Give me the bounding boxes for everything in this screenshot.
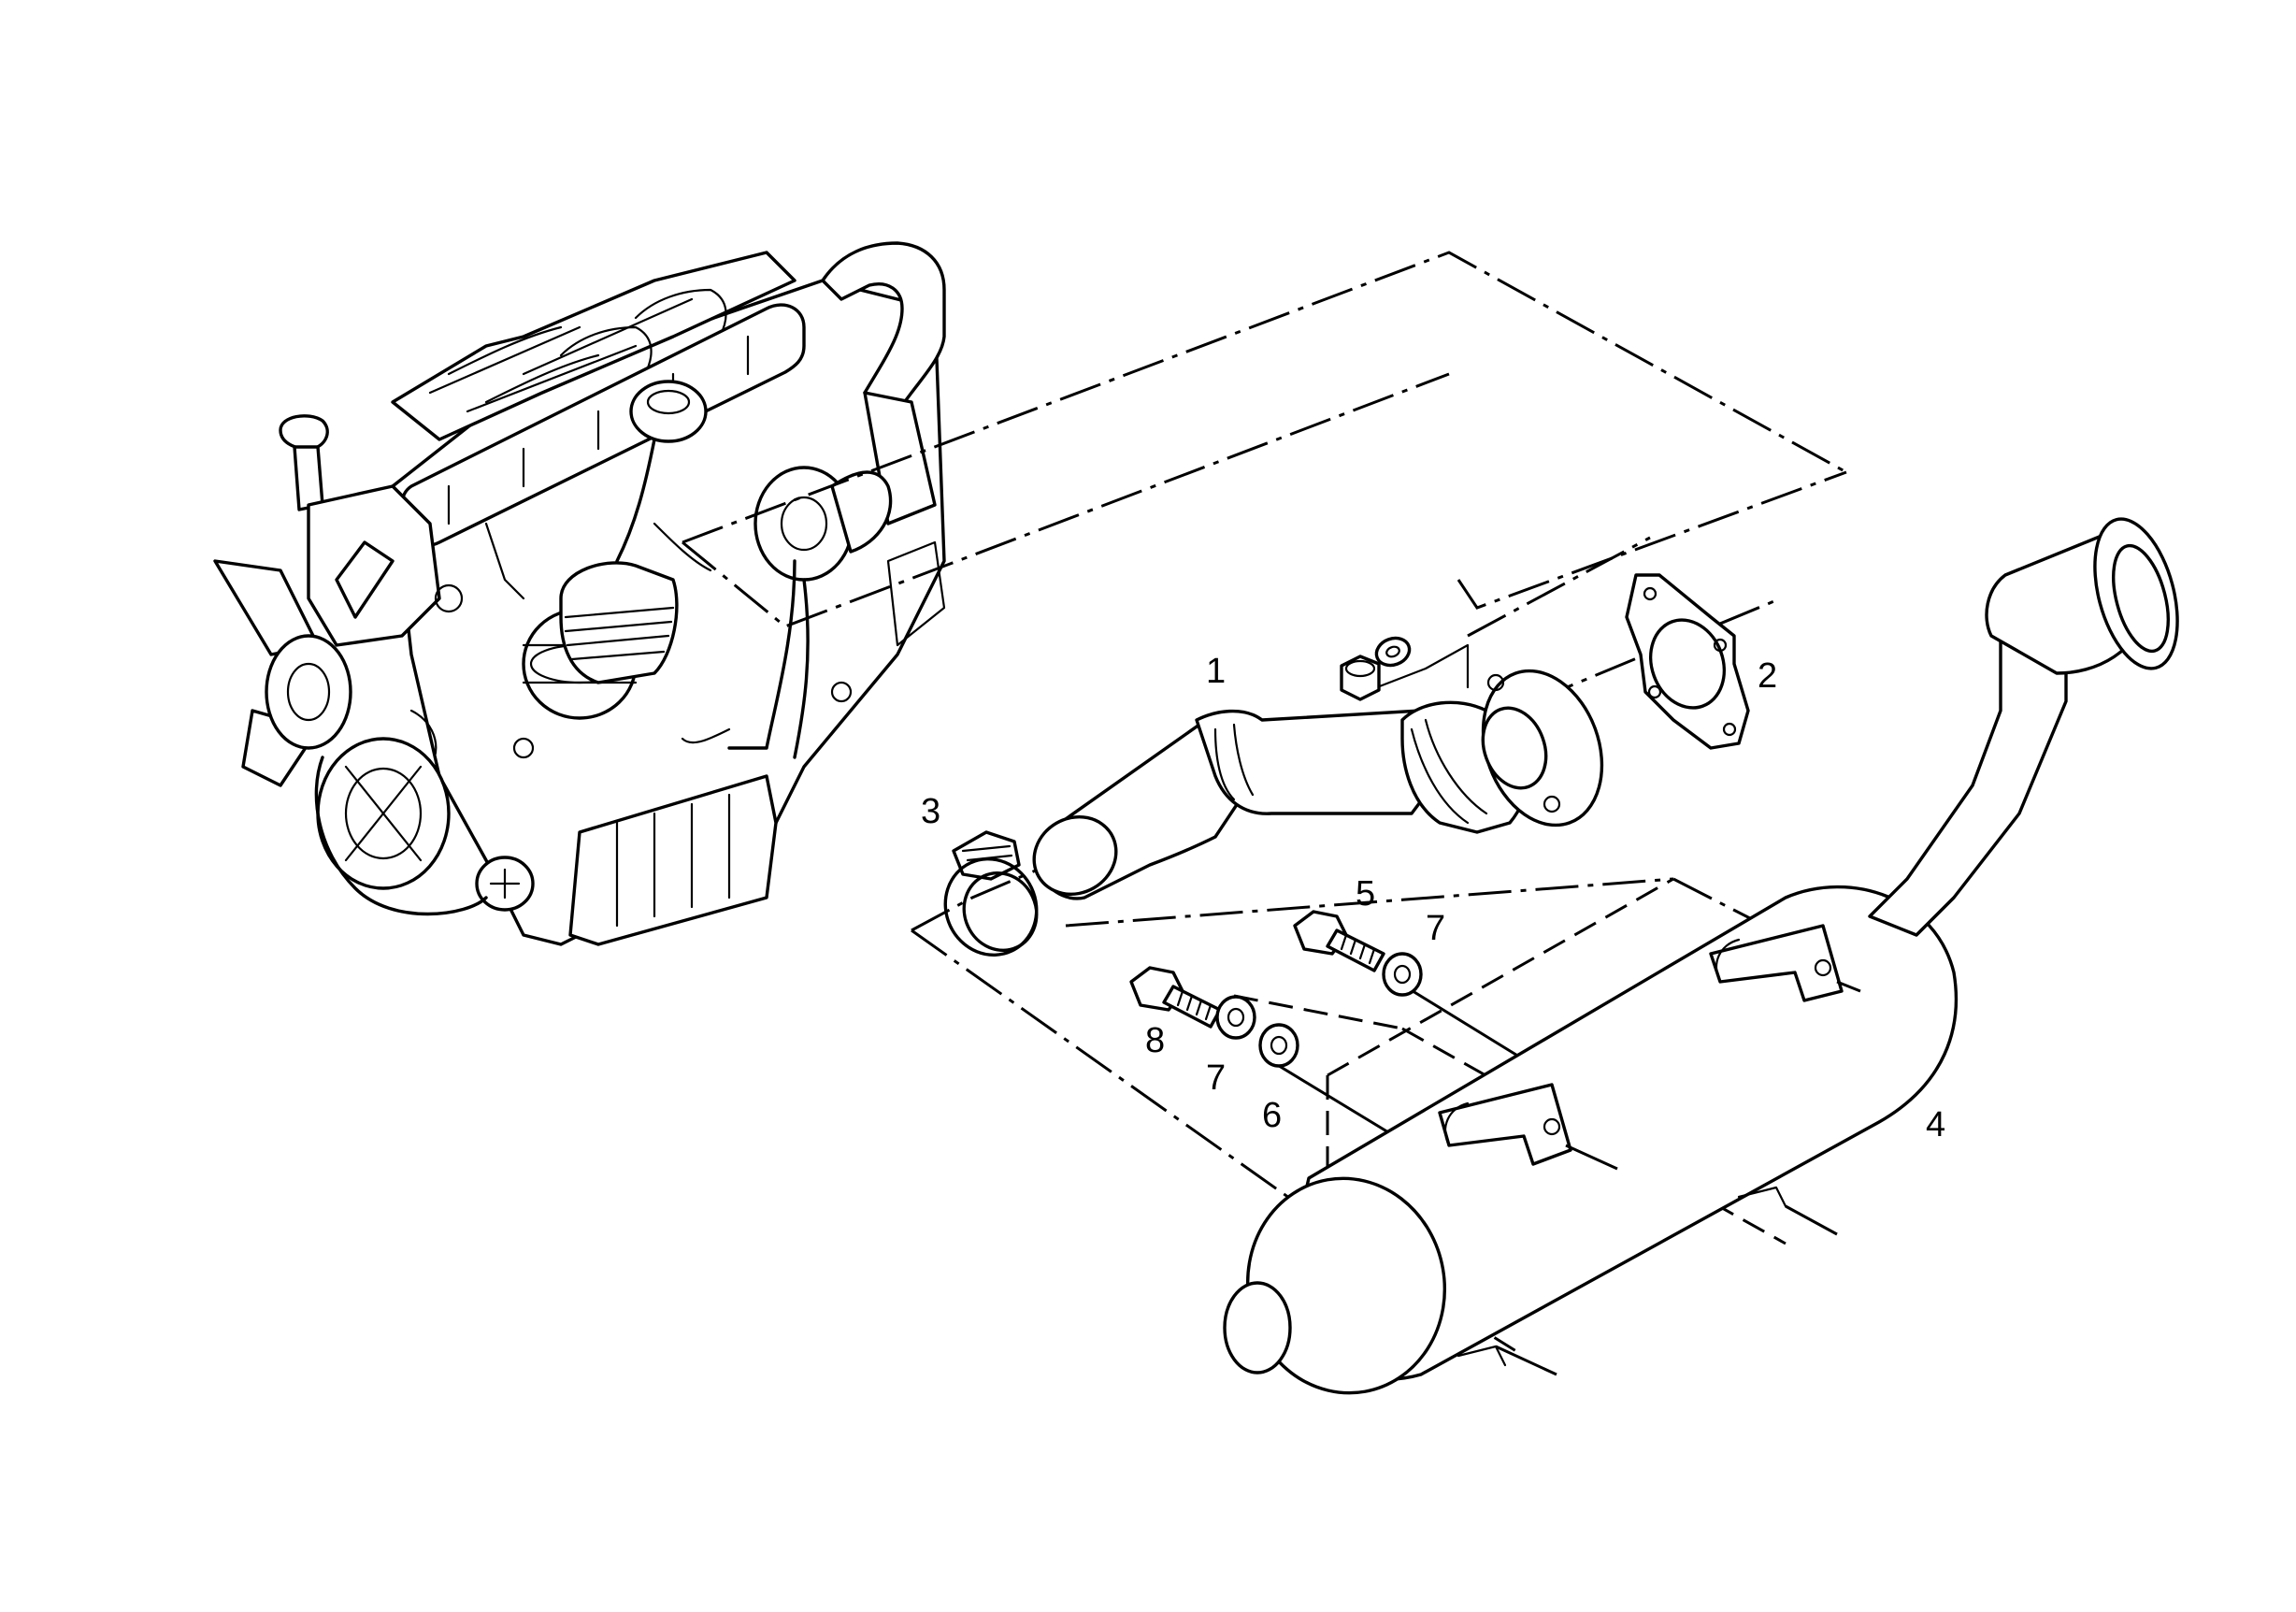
callout-8: 8 bbox=[1145, 1021, 1165, 1060]
callout-2: 2 bbox=[1758, 656, 1777, 696]
callout-5: 5 bbox=[1356, 874, 1375, 914]
muffler-icon bbox=[1223, 517, 2179, 1395]
flange-gasket-icon bbox=[1625, 573, 1750, 750]
callout-3: 3 bbox=[921, 792, 940, 831]
hex-bolt-icon bbox=[1129, 966, 1222, 1029]
exhaust-pipe-icon bbox=[1032, 669, 1604, 900]
callout-labels: 1 2 3 4 5 7 8 7 6 bbox=[921, 652, 1945, 1144]
hex-bolt-icon bbox=[1293, 910, 1385, 972]
callout-7-upper: 7 bbox=[1426, 909, 1445, 948]
callout-4: 4 bbox=[1926, 1105, 1945, 1144]
washer-icon bbox=[1258, 1023, 1299, 1068]
callout-7-lower: 7 bbox=[1206, 1058, 1226, 1098]
callout-1: 1 bbox=[1206, 652, 1226, 691]
engine-assembly-icon bbox=[213, 241, 946, 946]
washer-icon bbox=[1374, 636, 1412, 668]
hose-clamp-icon bbox=[943, 830, 1039, 957]
hex-nut-icon bbox=[1340, 655, 1381, 701]
washer-icon bbox=[1382, 952, 1423, 997]
callout-6: 6 bbox=[1262, 1096, 1282, 1135]
washer-icon bbox=[1215, 995, 1256, 1040]
